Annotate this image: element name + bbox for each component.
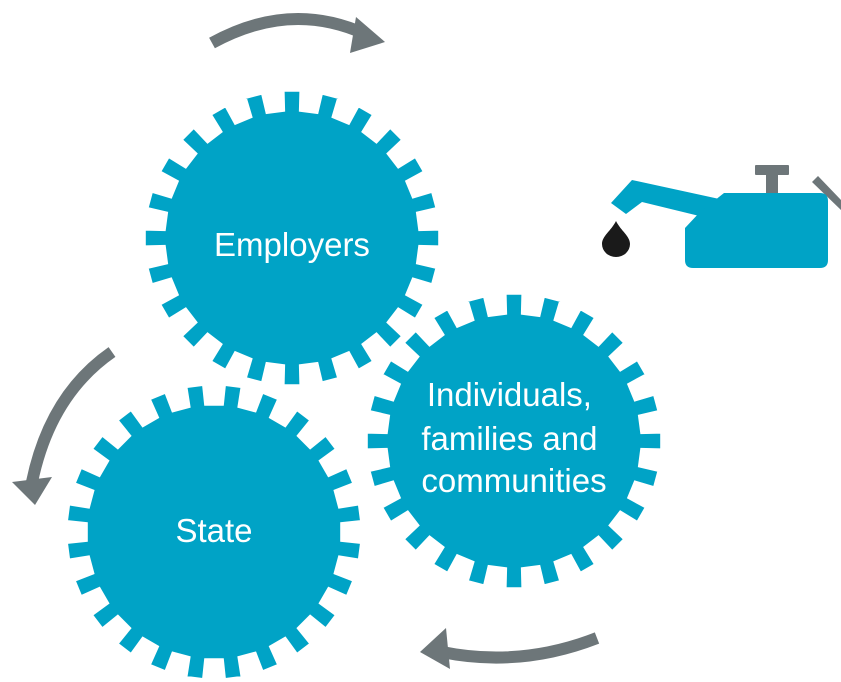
arrow-top	[209, 13, 385, 53]
arrow-left	[12, 347, 116, 505]
gear-employers-shape	[142, 88, 442, 388]
gear-state-label: State	[175, 512, 252, 549]
gear-employers: Employers	[142, 88, 442, 388]
gear-state-label-line: State	[175, 512, 252, 549]
oil-can-cap-top	[755, 165, 789, 175]
oil-can-spout	[611, 180, 724, 222]
gear-individuals-label: Individuals, families and communities	[421, 376, 606, 499]
arrow-left-head	[12, 477, 52, 505]
gear-state: State	[64, 382, 364, 682]
arrow-top-head	[350, 17, 385, 53]
gear-individuals-label-line-3: communities	[421, 462, 606, 499]
gear-employers-label-line: Employers	[214, 226, 370, 263]
gear-individuals-shape	[364, 291, 664, 591]
gear-employers-label: Employers	[214, 226, 370, 263]
arrow-bottom-shaft	[440, 632, 600, 664]
gear-individuals-label-line-2: families and	[421, 420, 597, 457]
oil-can-body	[685, 193, 828, 268]
gear-individuals-label-line-1: Individuals,	[427, 376, 592, 413]
oil-can-cap-stem	[766, 172, 778, 194]
oil-can-icon	[611, 165, 841, 268]
arrow-left-shaft	[26, 347, 116, 484]
gear-individuals: Individuals, families and communities	[364, 291, 664, 591]
arrow-bottom-head	[420, 628, 450, 669]
arrow-bottom	[420, 628, 600, 669]
oil-drop-icon	[602, 221, 630, 257]
oil-can-handle	[812, 176, 841, 210]
arrow-top-shaft	[209, 13, 368, 49]
gear-state-shape	[64, 382, 364, 682]
